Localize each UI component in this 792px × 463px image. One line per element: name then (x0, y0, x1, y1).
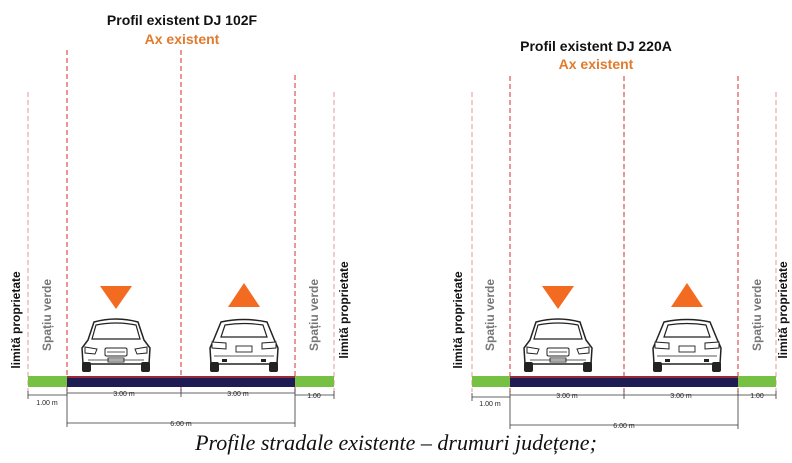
dimension-lines (471, 391, 777, 429)
axis-label: Ax existent (145, 31, 220, 47)
down-triangle-icon (542, 286, 574, 309)
up-triangle-icon (671, 283, 703, 307)
dim-green-right: 1.00 (307, 393, 321, 400)
car-front-icon (81, 318, 151, 373)
carriageway (510, 376, 738, 387)
dim-lane-left: 3.00 m (556, 393, 578, 400)
car-rear-icon (652, 318, 722, 373)
profile-title: Profil existent DJ 102F (107, 12, 258, 28)
axis-label: Ax existent (559, 56, 634, 72)
property-limit-label-left: limită proprietate (9, 271, 23, 369)
property-limit-label-left: limită proprietate (451, 271, 465, 369)
dim-green-left: 1.00 m (479, 401, 501, 408)
green-space-label-left: Spațiu verde (483, 279, 497, 351)
property-limit-label-right: limită proprietate (337, 261, 351, 359)
green-strip-right (295, 376, 334, 387)
profile-title: Profil existent DJ 220A (520, 38, 672, 54)
dim-green-left: 1.00 m (36, 400, 58, 407)
dim-lane-right: 3.00 m (670, 393, 692, 400)
figure-caption: Profile stradale existente – drumuri jud… (195, 430, 597, 455)
green-space-label-right: Spațiu verde (307, 279, 321, 351)
green-strip-left (28, 376, 67, 387)
road-profile-diagram: Profil existent DJ 102F Ax existent limi… (9, 12, 790, 430)
dim-lane-left: 3.00 m (113, 391, 135, 398)
green-space-label-right: Spațiu verde (750, 279, 764, 351)
dim-green-right: 1.00 (750, 393, 764, 400)
dimension-lines (27, 389, 335, 427)
down-triangle-icon (100, 286, 132, 309)
car-front-icon (523, 318, 593, 373)
green-space-label-left: Spațiu verde (40, 279, 54, 351)
up-triangle-icon (228, 283, 260, 307)
green-strip-right (738, 376, 776, 387)
property-limit-label-right: limită proprietate (776, 261, 790, 359)
dim-total: 6.00 m (613, 423, 635, 430)
profile-2: Profil existent DJ 220A Ax existent limi… (451, 38, 790, 430)
dim-lane-right: 3.00 m (227, 391, 249, 398)
profile-1: Profil existent DJ 102F Ax existent limi… (9, 12, 351, 428)
car-rear-icon (209, 318, 279, 373)
carriageway (67, 376, 295, 387)
dim-total: 6.00 m (170, 421, 192, 428)
green-strip-left (472, 376, 510, 387)
